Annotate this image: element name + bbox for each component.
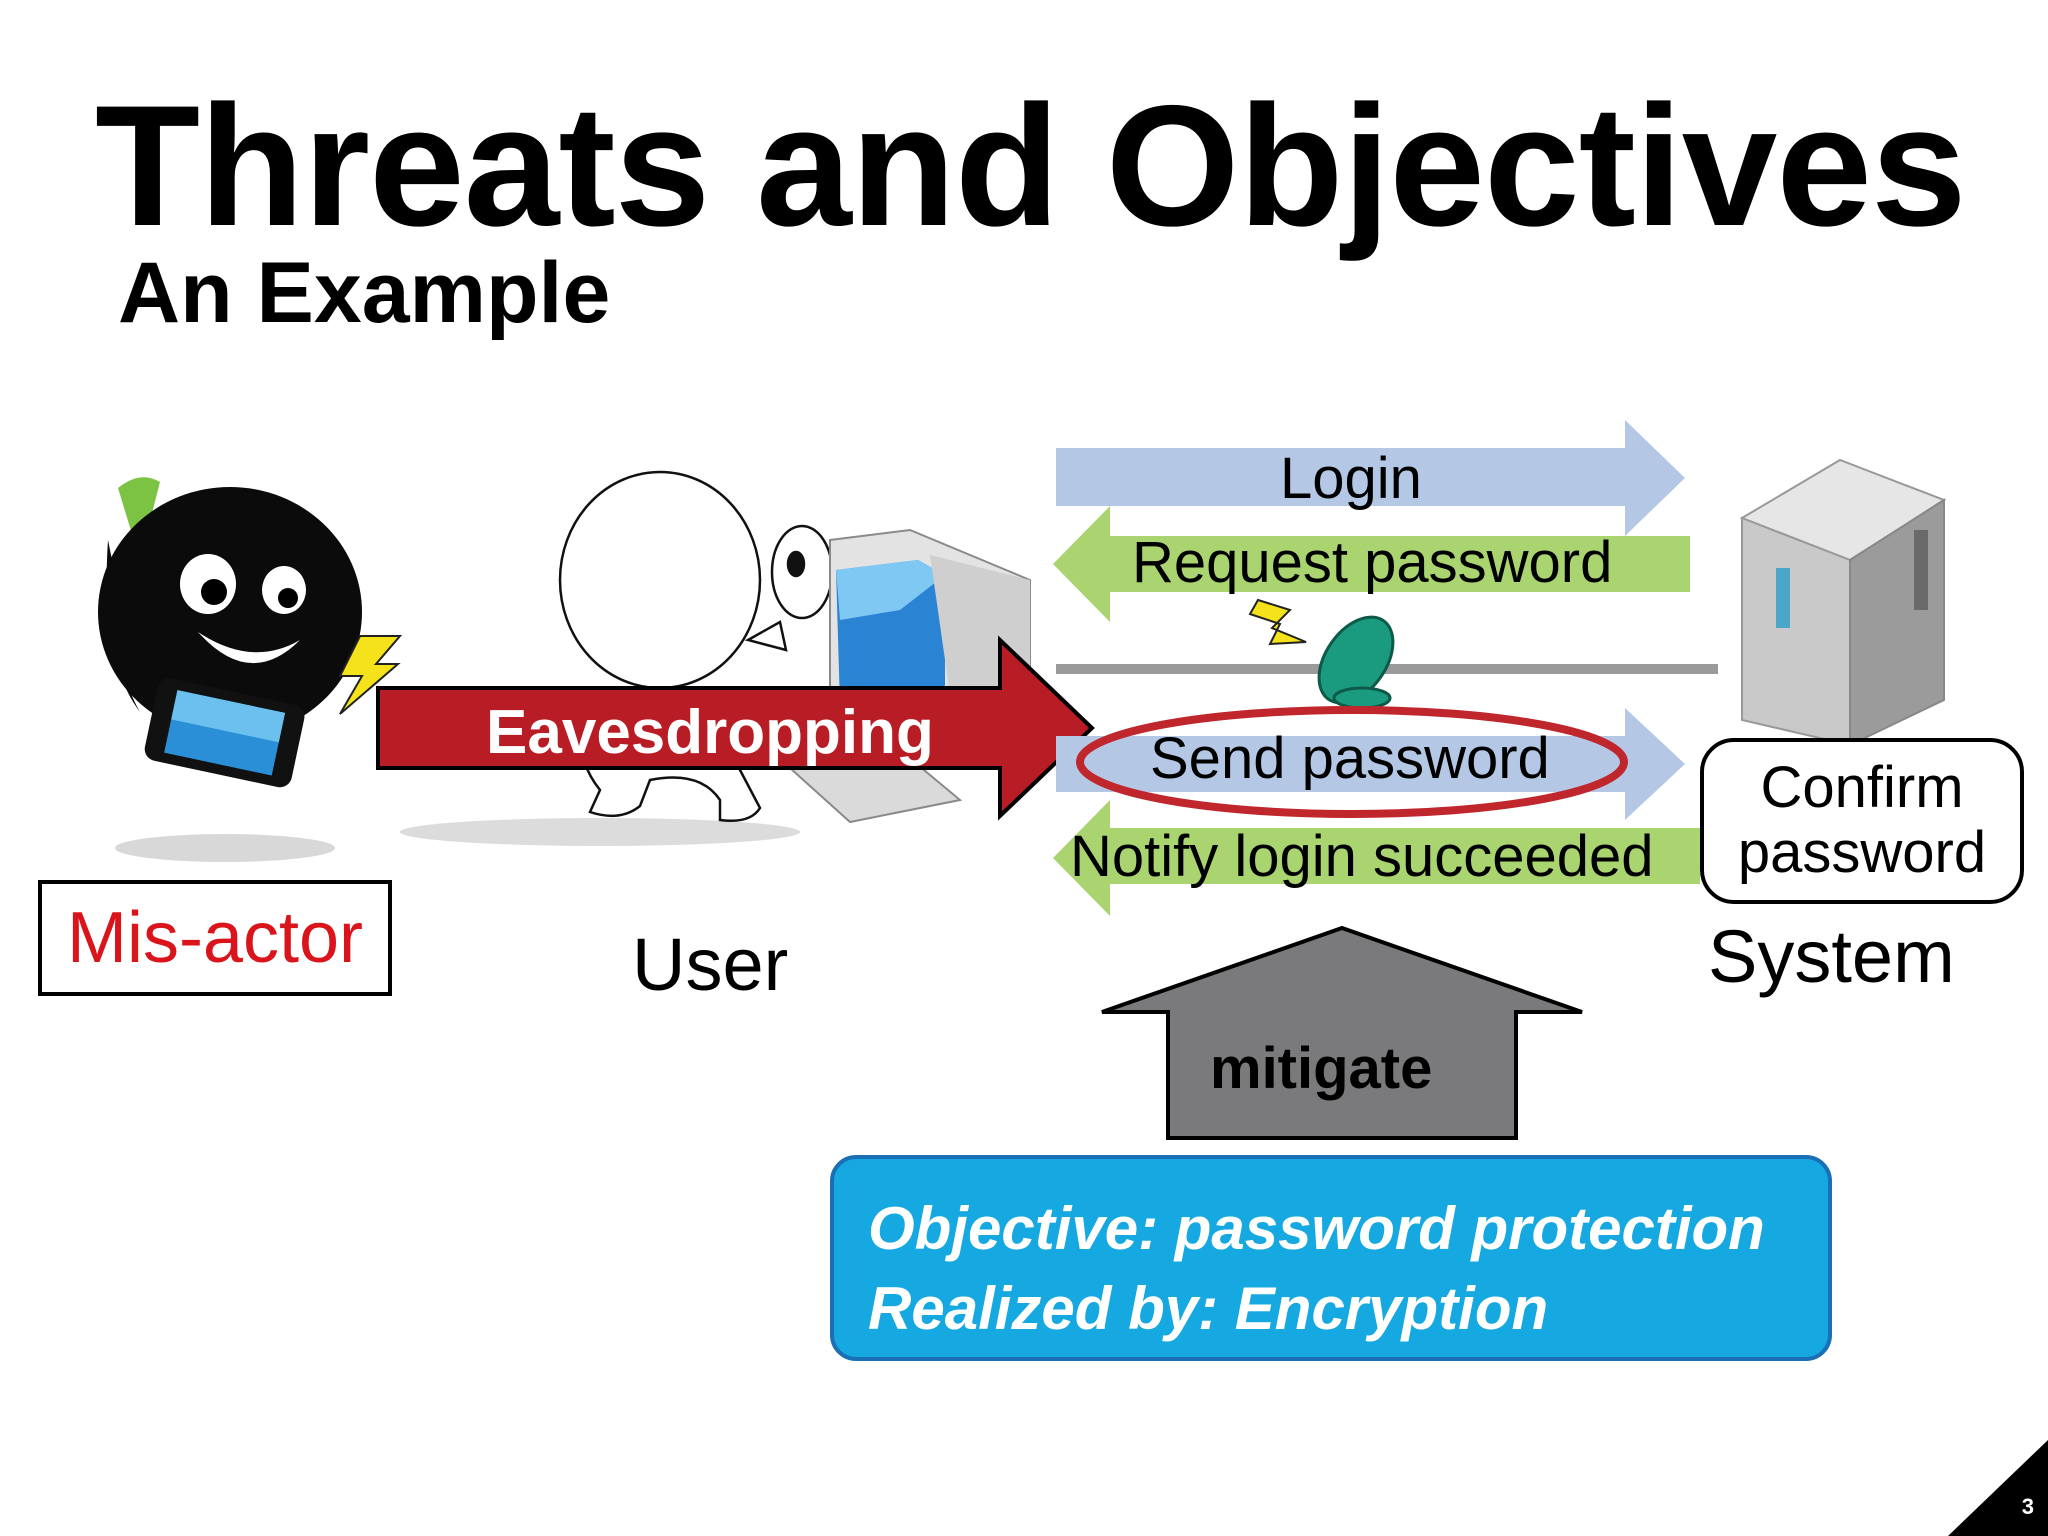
slide-subtitle: An Example [118,245,611,341]
misactor-figure-icon [98,477,362,737]
request-password-arrow [1053,506,1690,622]
objective-line-1: Objective: password protection [868,1195,1765,1262]
send-password-arrow [1056,708,1685,820]
user-label: User [632,923,789,1006]
mitigate-arrow [1101,925,1583,1140]
objective-line-2: Realized by: Encryption [868,1275,1549,1342]
satellite-dish-icon [1248,598,1395,710]
mitigate-label: mitigate [1210,1036,1433,1101]
confirm-password-box: Confirm password [1700,738,2024,904]
notify-label: Notify login succeeded [1070,824,1654,889]
misactor-shadow [115,834,335,862]
misactor-box: Mis-actor [38,880,392,996]
confirm-line-2: password [1737,820,1987,885]
login-label: Login [1280,446,1422,511]
server-icon [1739,458,1947,747]
lightning-icon [338,635,403,715]
send-password-highlight [1076,706,1628,818]
page-corner [1948,1440,2048,1536]
confirm-line-1: Confirm [1760,755,1964,821]
eavesdropping-arrow [376,635,1095,821]
login-arrow [1056,420,1685,536]
slide-title: Threats and Objectives [95,70,1967,262]
eavesdropping-label: Eavesdropping [486,698,934,767]
request-password-label: Request password [1132,530,1613,595]
objective-box: Objective: password protection Realized … [830,1155,1832,1361]
notify-arrow [1053,800,1700,916]
system-label: System [1708,915,1955,998]
smartphone-icon [144,678,305,788]
page-number: 3 [2021,1494,2034,1519]
send-password-label: Send password [1150,726,1550,791]
misactor-label: Mis-actor [66,898,363,978]
user-shadow [400,818,800,846]
